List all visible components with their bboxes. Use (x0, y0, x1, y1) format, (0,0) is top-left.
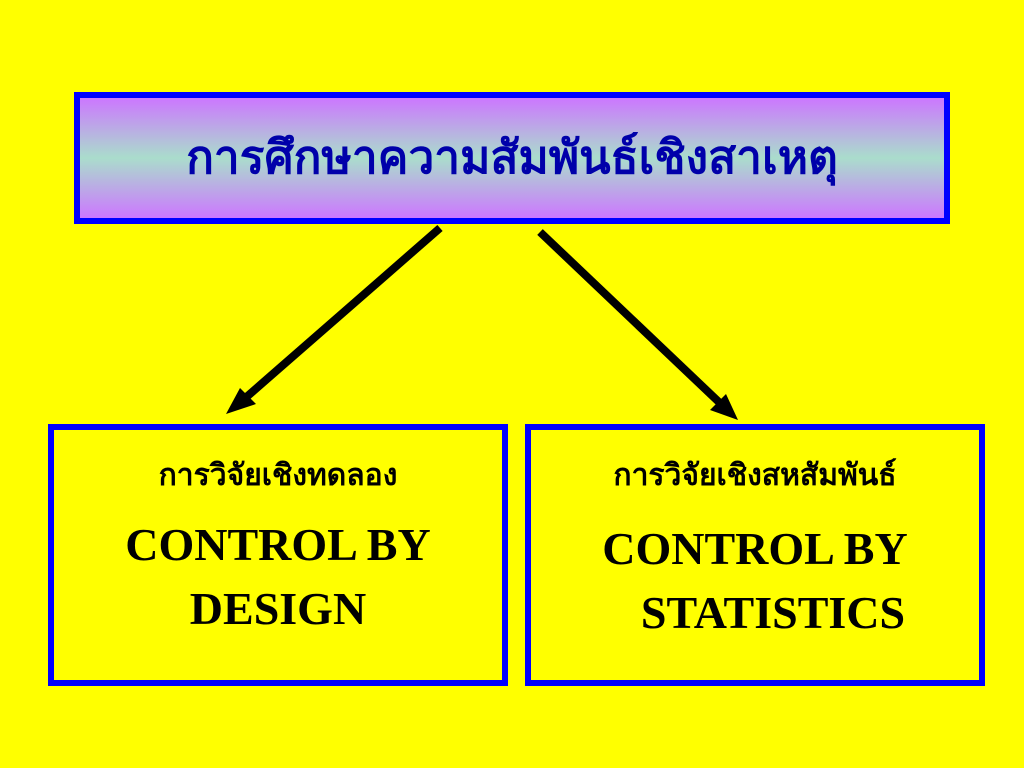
title-box: การศึกษาความสัมพันธ์เชิงสาเหตุ (74, 92, 950, 224)
left-line-2: DESIGN (189, 583, 367, 634)
experimental-research-label: การวิจัยเชิงทดลอง (158, 458, 398, 493)
control-by-statistics-text: CONTROL BY STATISTICS (531, 517, 979, 645)
control-by-design-text: CONTROL BY DESIGN (54, 513, 502, 641)
correlational-research-box: การวิจัยเชิงสหสัมพันธ์ CONTROL BY STATIS… (525, 424, 985, 686)
correlational-research-label: การวิจัยเชิงสหสัมพันธ์ (613, 458, 897, 493)
arrow-left (226, 224, 443, 414)
title-text: การศึกษาความสัมพันธ์เชิงสาเหตุ (186, 130, 838, 185)
experimental-research-box: การวิจัยเชิงทดลอง CONTROL BY DESIGN (48, 424, 508, 686)
right-line-2: STATISTICS (640, 587, 906, 638)
arrow-right (537, 229, 738, 420)
left-line-1: CONTROL BY (125, 519, 431, 570)
right-line-1: CONTROL BY (602, 523, 908, 574)
